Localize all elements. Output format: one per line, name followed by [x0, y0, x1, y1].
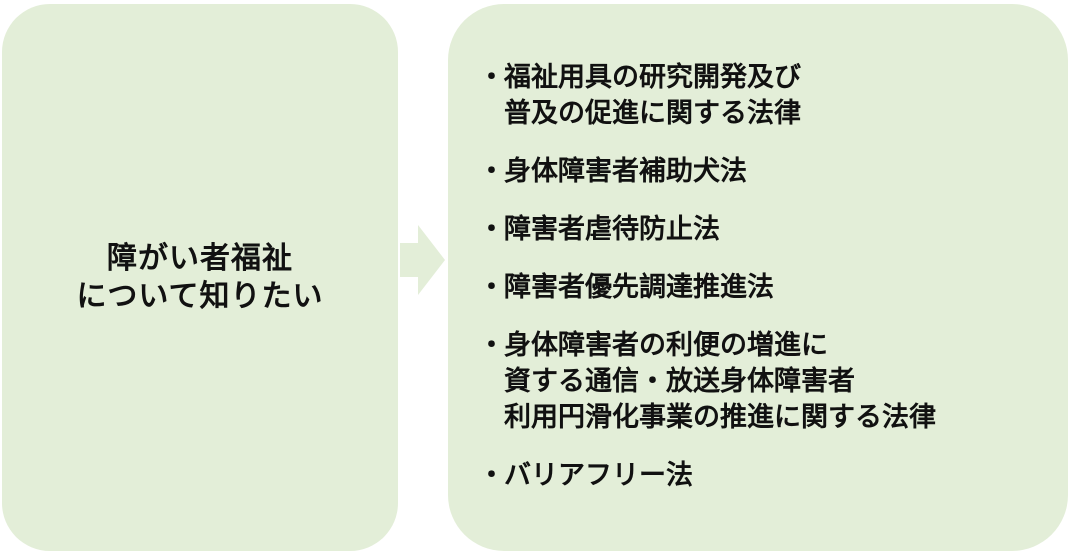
law-item-line: 身体障害者の利便の増進に	[504, 330, 828, 361]
law-list-box: ・ 福祉用具の研究開発及び 普及の促進に関する法律 ・ 身体障害者補助犬法 ・ …	[448, 4, 1068, 551]
law-item-line: 身体障害者補助犬法	[504, 156, 747, 187]
law-list: ・ 福祉用具の研究開発及び 普及の促進に関する法律 ・ 身体障害者補助犬法 ・ …	[478, 60, 936, 516]
law-item: ・ 障害者優先調達推進法	[478, 270, 936, 306]
topic-box: 障がい者福祉 について知りたい	[2, 4, 398, 551]
topic-title: 障がい者福祉 について知りたい	[76, 240, 323, 316]
topic-title-line-1: 障がい者福祉	[106, 240, 293, 276]
law-item-line: 福祉用具の研究開発及び	[504, 62, 801, 93]
law-item-line: 普及の促進に関する法律	[504, 98, 801, 129]
law-item-line: 利用円滑化事業の推進に関する法律	[504, 402, 936, 433]
law-item: ・ バリアフリー法	[478, 458, 936, 494]
bullet-icon: ・	[478, 156, 505, 187]
law-item-line: 障害者虐待防止法	[504, 214, 720, 245]
law-item-line: 障害者優先調達推進法	[504, 272, 774, 303]
bullet-icon: ・	[478, 272, 505, 303]
arrow-shape	[400, 225, 445, 295]
law-item: ・ 福祉用具の研究開発及び 普及の促進に関する法律	[478, 60, 936, 132]
bullet-icon: ・	[478, 460, 505, 491]
bullet-icon: ・	[478, 330, 505, 361]
law-item: ・ 身体障害者の利便の増進に 資する通信・放送身体障害者 利用円滑化事業の推進に…	[478, 328, 936, 436]
right-arrow-icon	[400, 225, 445, 295]
bullet-icon: ・	[478, 214, 505, 245]
bullet-icon: ・	[478, 62, 505, 93]
topic-title-line-2: について知りたい	[76, 278, 324, 314]
law-item-line: バリアフリー法	[504, 460, 693, 491]
law-item-line: 資する通信・放送身体障害者	[504, 366, 855, 397]
law-item: ・ 身体障害者補助犬法	[478, 154, 936, 190]
law-item: ・ 障害者虐待防止法	[478, 212, 936, 248]
